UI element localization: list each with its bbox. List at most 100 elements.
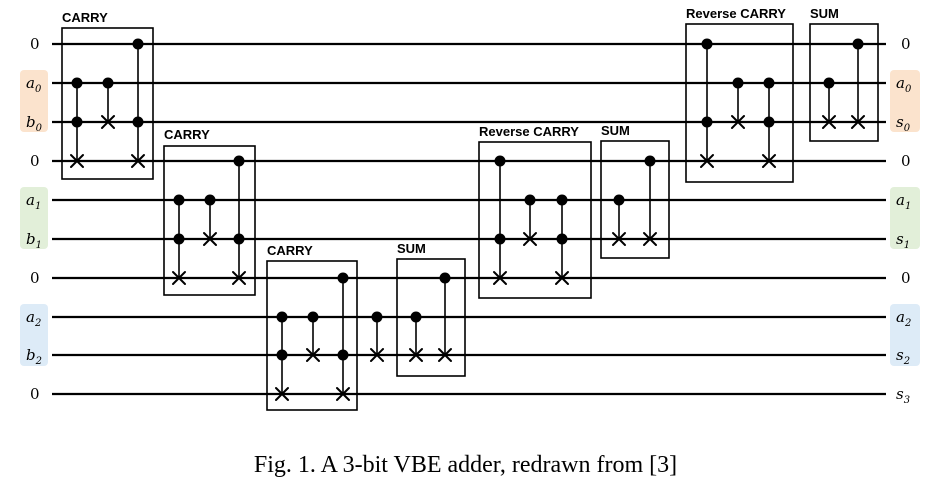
right-label-1: a0 — [896, 74, 912, 95]
control-dot — [763, 116, 775, 128]
target-x-mark — [101, 115, 115, 129]
carry-title-1: CARRY — [164, 127, 210, 142]
control-dot — [132, 38, 144, 50]
control-dot — [701, 38, 713, 50]
target-x-mark — [275, 387, 289, 401]
carry-title-2: CARRY — [267, 243, 313, 258]
target-x-mark — [203, 232, 217, 246]
left-highlight-bit0 — [20, 70, 48, 132]
reverse-carry-title-0: Reverse CARRY — [686, 6, 786, 21]
target-x-mark — [731, 115, 745, 129]
right-label-0: 0 — [901, 35, 911, 53]
sum-box-0 — [809, 23, 879, 142]
control-dot — [852, 38, 864, 50]
control-dot — [276, 349, 288, 361]
sum-box-2 — [396, 258, 466, 377]
target-x-mark — [523, 232, 537, 246]
target-x-mark — [762, 154, 776, 168]
left-label-8: b2 — [26, 346, 42, 367]
control-dot — [439, 272, 451, 284]
reverse-carry-box-1 — [478, 141, 592, 299]
left-label-9: 0 — [30, 385, 40, 403]
control-dot — [173, 194, 185, 206]
left-label-7: a2 — [26, 308, 41, 329]
control-dot — [204, 194, 216, 206]
target-x-mark — [336, 387, 350, 401]
right-highlight-bit1 — [890, 187, 920, 249]
reverse-carry-title-1: Reverse CARRY — [479, 124, 579, 139]
target-x-mark — [822, 115, 836, 129]
qubit-wires — [52, 42, 886, 396]
control-dot — [613, 194, 625, 206]
sum-title-0: SUM — [810, 6, 839, 21]
right-label-2: s0 — [896, 113, 911, 134]
label-highlights — [20, 70, 920, 366]
right-label-9: s3 — [896, 385, 910, 406]
figure-caption: Fig. 1. A 3-bit VBE adder, redrawn from … — [253, 452, 678, 478]
control-dot — [173, 233, 185, 245]
left-label-4: a1 — [26, 191, 41, 212]
control-dot — [701, 116, 713, 128]
control-dot — [494, 233, 506, 245]
control-dot — [371, 311, 383, 323]
control-dot — [233, 155, 245, 167]
quantum-gates — [70, 38, 865, 401]
sum-title-2: SUM — [397, 241, 426, 256]
right-label-6: 0 — [901, 269, 911, 287]
carry-box-1 — [163, 145, 256, 296]
carry-box-2 — [266, 260, 358, 411]
target-x-mark — [643, 232, 657, 246]
vbe-adder-circuit: 0 a0 b0 0 a1 b1 0 a2 b2 0 0 a0 s0 0 a1 s… — [20, 6, 920, 411]
target-x-mark — [555, 271, 569, 285]
carry-box-0 — [61, 27, 154, 180]
control-dot — [410, 311, 422, 323]
sum-box-1 — [600, 140, 670, 259]
left-label-3: 0 — [30, 152, 40, 170]
reverse-carry-box-0 — [685, 23, 794, 183]
right-label-3: 0 — [901, 152, 911, 170]
target-x-mark — [409, 348, 423, 362]
target-x-mark — [232, 271, 246, 285]
control-dot — [102, 77, 114, 89]
left-highlight-bit1 — [20, 187, 48, 249]
right-highlight-bit0 — [890, 70, 920, 132]
control-dot — [763, 77, 775, 89]
target-x-mark — [131, 154, 145, 168]
right-label-8: s2 — [896, 346, 910, 367]
left-label-0: 0 — [30, 35, 40, 53]
control-dot — [71, 116, 83, 128]
carry-title-0: CARRY — [62, 10, 108, 25]
control-dot — [71, 77, 83, 89]
control-dot — [337, 272, 349, 284]
control-dot — [556, 233, 568, 245]
right-wire-labels: 0 a0 s0 0 a1 s1 0 a2 s2 s3 — [896, 35, 912, 406]
right-label-4: a1 — [896, 191, 911, 212]
target-x-mark — [306, 348, 320, 362]
right-highlight-bit2 — [890, 304, 920, 366]
control-dot — [524, 194, 536, 206]
target-x-mark — [700, 154, 714, 168]
target-x-mark — [612, 232, 626, 246]
left-label-1: a0 — [26, 74, 42, 95]
target-x-mark — [172, 271, 186, 285]
control-dot — [556, 194, 568, 206]
target-x-mark — [851, 115, 865, 129]
control-dot — [276, 311, 288, 323]
right-label-5: s1 — [896, 230, 910, 251]
target-x-mark — [493, 271, 507, 285]
gate-groups: CARRY CARRY CARRY SUM Reverse CARRY SUM … — [61, 6, 879, 411]
sum-title-1: SUM — [601, 123, 630, 138]
target-x-mark — [438, 348, 452, 362]
target-x-mark — [70, 154, 84, 168]
left-label-2: b0 — [26, 113, 43, 134]
control-dot — [337, 349, 349, 361]
left-wire-labels: 0 a0 b0 0 a1 b1 0 a2 b2 0 — [26, 35, 43, 403]
left-label-6: 0 — [30, 269, 40, 287]
control-dot — [732, 77, 744, 89]
control-dot — [823, 77, 835, 89]
control-dot — [132, 116, 144, 128]
right-label-7: a2 — [896, 308, 911, 329]
left-label-5: b1 — [26, 230, 42, 251]
control-dot — [644, 155, 656, 167]
left-highlight-bit2 — [20, 304, 48, 366]
